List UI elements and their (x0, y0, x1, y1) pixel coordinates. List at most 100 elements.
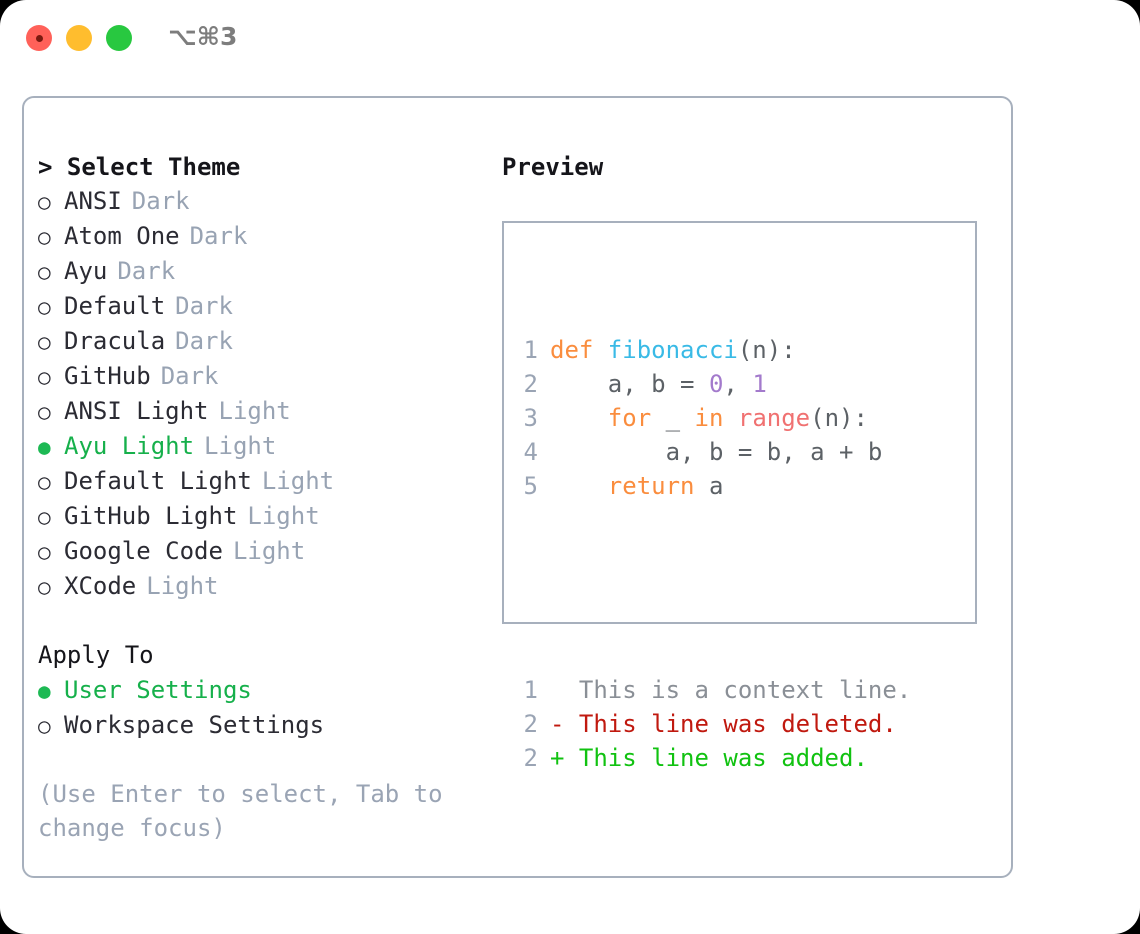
theme-option-label: Dracula (64, 327, 166, 355)
theme-option-label: GitHub (64, 362, 151, 390)
code-line-text: a, b = 0, 1 (550, 367, 767, 401)
code-token (723, 404, 737, 432)
theme-variant-tag: Light (261, 467, 335, 495)
apply-to-option-user-settings[interactable]: ● User Settings (38, 673, 488, 708)
code-line: 1 def fibonacci(n): (504, 333, 975, 367)
theme-variant-tag: Dark (131, 187, 190, 215)
theme-option-atom-one[interactable]: ○ Atom One Dark (38, 219, 488, 254)
radio-unselected-icon: ○ (38, 260, 51, 284)
select-theme-heading: > Select Theme (38, 150, 488, 184)
code-token: a (694, 472, 724, 500)
select-theme-title: Select Theme (66, 153, 241, 181)
line-number: 3 (523, 404, 538, 432)
theme-option-label: Default (64, 292, 166, 320)
code-line-text: return a (550, 469, 724, 503)
apply-to-option-label: User Settings (64, 676, 252, 704)
radio-unselected-icon: ○ (38, 575, 51, 599)
theme-option-label: Default Light (64, 467, 252, 495)
code-token: (n): (737, 336, 796, 364)
code-token: , (723, 370, 753, 398)
radio-unselected-icon: ○ (38, 505, 51, 529)
keyboard-shortcut-label: ⌥⌘3 (168, 22, 238, 51)
apply-to-option-list: ● User Settings ○Workspace Settings (38, 673, 488, 743)
theme-option-dracula[interactable]: ○ Dracula Dark (38, 324, 488, 359)
theme-option-label: ANSI Light (64, 397, 209, 425)
radio-unselected-icon: ○ (38, 330, 51, 354)
diff-line-text: This line was added. (578, 744, 868, 772)
line-number: 1 (523, 676, 538, 704)
diff-line: 1 This is a context line. (504, 673, 975, 707)
code-token: _ (651, 404, 695, 432)
theme-option-label: ANSI (64, 187, 122, 215)
theme-option-default[interactable]: ○ Default Dark (38, 289, 488, 324)
theme-option-label: XCode (64, 572, 137, 600)
code-token: in (694, 404, 724, 432)
theme-option-label: Ayu (64, 257, 108, 285)
code-token (550, 404, 608, 432)
prompt-caret-icon: > (38, 153, 67, 181)
title-bar: ⌥⌘3 (0, 0, 1140, 78)
code-line: 5 return a (504, 469, 975, 503)
preview-heading: Preview (502, 153, 604, 181)
code-token: def (550, 336, 608, 364)
code-line: 3 for _ in range(n): (504, 401, 975, 435)
code-token: a, b = (550, 370, 709, 398)
radio-unselected-icon: ○ (38, 470, 51, 494)
theme-option-github[interactable]: ○ GitHub Dark (38, 359, 488, 394)
radio-unselected-icon: ○ (38, 400, 51, 424)
diff-line: 2 + This line was added. (504, 741, 975, 775)
theme-option-github-light[interactable]: ○ GitHub Light Light (38, 499, 488, 534)
theme-variant-tag: Dark (175, 327, 233, 355)
diff-line-text: This is a context line. (578, 676, 912, 704)
diff-marker: + (550, 744, 579, 772)
line-number: 1 (523, 336, 538, 364)
theme-variant-tag: Dark (160, 362, 219, 390)
apply-to-option-workspace-settings[interactable]: ○Workspace Settings (38, 708, 488, 743)
radio-selected-icon: ● (38, 679, 51, 703)
theme-option-ayu[interactable]: ○ Ayu Dark (38, 254, 488, 289)
line-number: 5 (523, 472, 538, 500)
close-button[interactable] (26, 25, 52, 51)
theme-variant-tag: Dark (189, 222, 248, 250)
theme-option-default-light[interactable]: ○ Default Light Light (38, 464, 488, 499)
zoom-button[interactable] (106, 25, 132, 51)
code-line-text: def fibonacci(n): (550, 333, 796, 367)
keyboard-hint-text: (Use Enter to select, Tab to change focu… (38, 780, 443, 842)
theme-option-label: Atom One (64, 222, 180, 250)
radio-unselected-icon: ○ (38, 225, 51, 249)
code-token: 1 (752, 370, 767, 398)
diff-line-text: This line was deleted. (578, 710, 897, 738)
code-token: for (607, 404, 652, 432)
theme-variant-tag: Dark (175, 292, 233, 320)
code-token: range (737, 404, 811, 432)
line-number: 2 (523, 710, 538, 738)
code-token (550, 472, 608, 500)
code-token: a, b = b, a + b (550, 438, 883, 466)
radio-unselected-icon: ○ (38, 365, 51, 389)
line-number: 2 (523, 744, 538, 772)
diff-line: 2- This line was deleted. (504, 707, 975, 741)
minimize-button[interactable] (66, 25, 92, 51)
line-number: 4 (523, 438, 538, 466)
code-token: 0 (708, 370, 724, 398)
theme-option-label: GitHub Light (64, 502, 238, 530)
radio-unselected-icon: ○ (38, 295, 51, 319)
radio-unselected-icon: ○ (38, 714, 51, 738)
diff-marker (550, 673, 579, 707)
theme-variant-tag: Light (247, 502, 320, 530)
theme-variant-tag: Dark (117, 257, 176, 285)
code-token: fibonacci (607, 336, 738, 364)
code-token: return (607, 472, 695, 500)
code-line: 4 a, b = b, a + b (504, 435, 975, 469)
